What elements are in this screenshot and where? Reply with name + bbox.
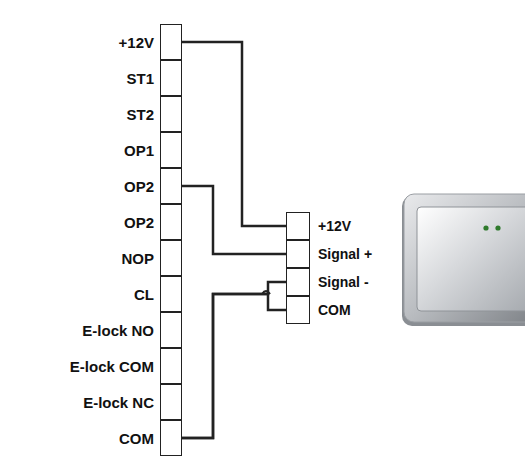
terminal: COM — [4, 420, 182, 456]
wire — [182, 186, 286, 254]
terminal-label: E-lock NC — [4, 394, 160, 411]
terminal: +12V — [4, 24, 182, 60]
terminal-cell — [286, 296, 310, 324]
terminal-label: ST2 — [4, 106, 160, 123]
terminal-label: OP1 — [4, 142, 160, 159]
terminal-label: COM — [4, 430, 160, 447]
terminal: OP1 — [4, 132, 182, 168]
terminal-cell — [160, 168, 182, 204]
terminal-label: OP2 — [4, 214, 160, 231]
terminal-cell — [160, 60, 182, 96]
button-plate — [417, 207, 525, 311]
terminal: E-lock NC — [4, 384, 182, 420]
terminal: E-lock NO — [4, 312, 182, 348]
terminal-label: +12V — [310, 218, 438, 234]
terminal: CL — [4, 276, 182, 312]
led — [495, 225, 500, 230]
terminal: ST2 — [4, 96, 182, 132]
terminal-cell — [286, 268, 310, 296]
terminal-cell — [286, 212, 310, 240]
terminal-cell — [160, 132, 182, 168]
button-frame — [404, 194, 525, 322]
terminal: +12V — [286, 212, 438, 240]
terminal-label: Signal + — [310, 246, 438, 262]
terminal: E-lock COM — [4, 348, 182, 384]
terminal-label: ST1 — [4, 70, 160, 87]
terminal: Signal - — [286, 268, 438, 296]
wire — [182, 282, 286, 438]
terminal-label: E-lock COM — [4, 358, 160, 375]
terminal-cell — [160, 276, 182, 312]
terminal-cell — [160, 96, 182, 132]
terminal-cell — [160, 240, 182, 276]
wire — [182, 42, 286, 226]
terminal-label: Signal - — [310, 274, 438, 290]
terminal-label: +12V — [4, 34, 160, 51]
terminal: OP2 — [4, 168, 182, 204]
wire — [182, 294, 286, 438]
terminal-cell — [160, 312, 182, 348]
terminal-label: NOP — [4, 250, 160, 267]
terminal-label: OP2 — [4, 178, 160, 195]
terminal-cell — [160, 420, 182, 456]
terminal: NOP — [4, 240, 182, 276]
terminal-cell — [286, 240, 310, 268]
terminal: Signal + — [286, 240, 438, 268]
terminal-label: CL — [4, 286, 160, 303]
terminal-cell — [160, 384, 182, 420]
terminal: ST1 — [4, 60, 182, 96]
terminal: COM — [286, 296, 438, 324]
terminal-label: COM — [310, 302, 438, 318]
terminal-cell — [160, 204, 182, 240]
button-shadow — [402, 196, 525, 326]
led — [483, 225, 488, 230]
terminal-cell — [160, 24, 182, 60]
terminal-label: E-lock NO — [4, 322, 160, 339]
terminal-cell — [160, 348, 182, 384]
terminal: OP2 — [4, 204, 182, 240]
